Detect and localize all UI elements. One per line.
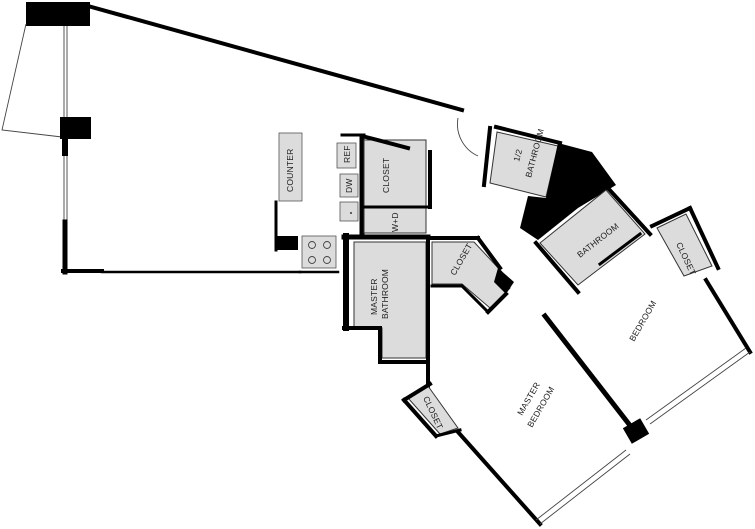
bathroom-left-wall bbox=[533, 240, 581, 295]
kitchen: COUNTER REF DW bbox=[274, 132, 366, 269]
washer-dryer bbox=[363, 206, 427, 234]
mechanical-shaft bbox=[520, 143, 616, 240]
half-bath-label-1: 1/2 bbox=[511, 148, 524, 163]
dishwasher bbox=[339, 173, 359, 198]
sink bbox=[339, 201, 359, 222]
bedroom-closet-top-wall bbox=[649, 205, 693, 229]
ref-label: REF bbox=[342, 145, 352, 163]
kitchen-closet-top-wall bbox=[359, 133, 411, 151]
mid-left-column bbox=[60, 117, 91, 139]
bedroom-divider-wall bbox=[541, 312, 636, 432]
bedroom-window-b bbox=[645, 347, 747, 421]
wd-label: W+D bbox=[390, 212, 400, 232]
bedroom-top-wall bbox=[597, 231, 643, 267]
counter-label: COUNTER bbox=[285, 149, 295, 192]
burner-3 bbox=[308, 256, 316, 264]
entry-door-swing bbox=[457, 117, 479, 157]
mb-closet-inner-diag bbox=[459, 283, 491, 315]
kitchen-closet bbox=[363, 139, 427, 207]
bedroom-label: BEDROOM bbox=[627, 299, 658, 343]
mb-closet-corner bbox=[494, 268, 514, 294]
mb-closet-diag-wall bbox=[475, 235, 503, 271]
master-bed-window-a bbox=[539, 453, 631, 525]
divider-column bbox=[622, 418, 650, 444]
dw-label: DW bbox=[344, 178, 354, 193]
bedroom-closet-floor bbox=[656, 213, 713, 277]
kitchen-closet-group: CLOSET W+D bbox=[359, 133, 432, 234]
refrigerator bbox=[336, 142, 357, 169]
burner-4 bbox=[323, 256, 331, 264]
bedroom-closet: CLOSET bbox=[649, 205, 721, 277]
master-bath-closet: CLOSET bbox=[428, 235, 514, 315]
living-area-walls bbox=[1, 2, 465, 275]
bathroom-floor bbox=[539, 189, 646, 286]
master-bed-window-b bbox=[535, 449, 627, 521]
burner-1 bbox=[308, 241, 316, 249]
burner-2 bbox=[323, 241, 331, 249]
mb-closet-left-wall bbox=[401, 381, 433, 403]
bedroom-window-a bbox=[649, 351, 751, 425]
half-bathroom-floor bbox=[489, 131, 559, 198]
master-bath-label-2: BATHROOM bbox=[380, 269, 390, 319]
top-diagonal-wall bbox=[85, 3, 465, 113]
stove bbox=[301, 235, 337, 269]
counter bbox=[278, 132, 303, 202]
master-bath-label-1: MASTER bbox=[369, 278, 379, 315]
mb-closet-left-wall-2 bbox=[401, 397, 439, 439]
top-left-column bbox=[26, 2, 90, 26]
kitchen-corner-block bbox=[276, 236, 298, 250]
master-bedroom: CLOSET MASTER BEDROOM bbox=[401, 360, 631, 527]
master-bathroom: MASTER BATHROOM bbox=[341, 233, 431, 364]
bedroom-closet-right-wall bbox=[687, 205, 721, 271]
master-bed-outer-wall bbox=[455, 429, 543, 527]
bedroom-right-wall bbox=[703, 277, 753, 355]
kitchen-closet-label: CLOSET bbox=[381, 158, 391, 193]
half-bath-left-wall bbox=[481, 125, 493, 188]
mb-closet-lower-wall bbox=[485, 291, 509, 315]
bathroom-right-wall bbox=[603, 183, 653, 237]
balcony-outline bbox=[1, 23, 63, 138]
master-bathroom-floor bbox=[353, 241, 427, 359]
sink-drain bbox=[350, 212, 352, 214]
mb-closet-bottom bbox=[434, 428, 462, 438]
half-bath-top-wall bbox=[493, 124, 563, 146]
mid-left-column-tab bbox=[62, 139, 68, 156]
bedroom: BEDROOM bbox=[597, 231, 753, 425]
half-bathroom: 1/2 BATHROOM bbox=[481, 124, 563, 198]
